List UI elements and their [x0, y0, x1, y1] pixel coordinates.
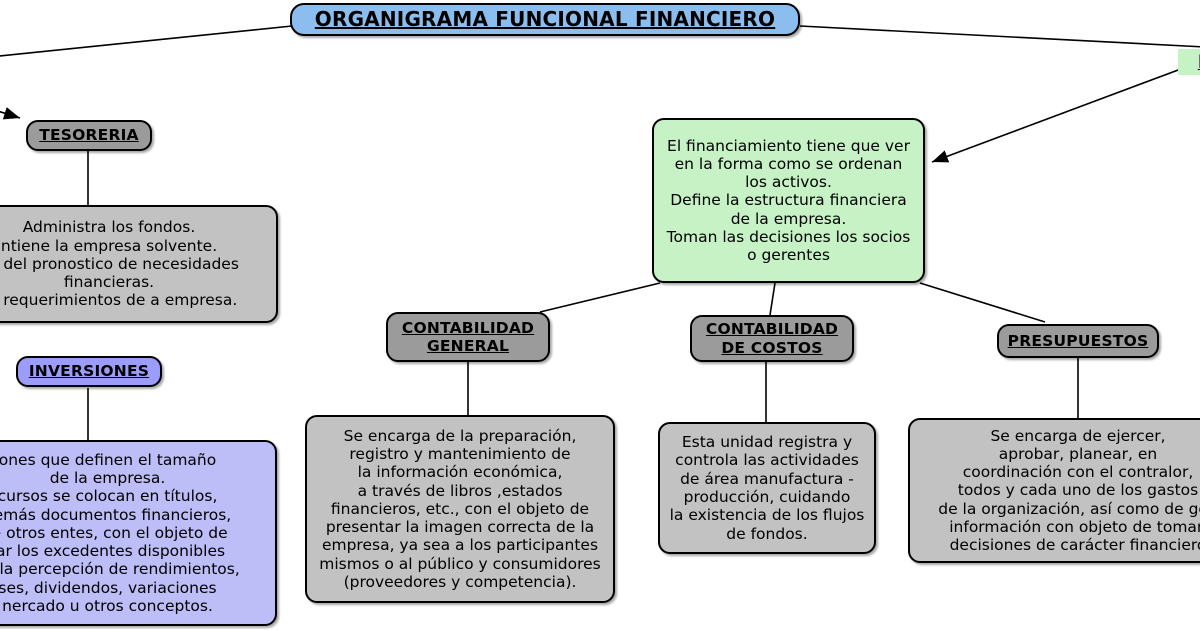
- connector-financing-to-contabilidad-costos: [769, 282, 776, 316]
- contabilidad-general-header-label: CONTABILIDAD GENERAL: [401, 318, 535, 355]
- connector-financing-to-presupuestos: [919, 282, 1046, 323]
- contabilidad-general-description-text: Se encarga de la preparación, registro y…: [319, 426, 601, 591]
- node-inversiones-header[interactable]: INVERSIONES: [16, 356, 162, 387]
- connector-title-to-right: [799, 25, 1200, 48]
- node-presupuestos-header[interactable]: PRESUPUESTOS: [997, 324, 1159, 358]
- inversiones-header-label: INVERSIONES: [28, 362, 150, 381]
- node-contabilidad-general-header[interactable]: CONTABILIDAD GENERAL: [386, 312, 550, 362]
- node-contabilidad-costos-header[interactable]: CONTABILIDAD DE COSTOS: [690, 315, 854, 362]
- tesoreria-description-text: Administra los fondos. ntiene la empresa…: [0, 218, 239, 310]
- node-tesoreria-description: Administra los fondos. ntiene la empresa…: [0, 205, 278, 323]
- financing-definition-text: El financiamiento tiene que ver en la fo…: [666, 136, 911, 265]
- node-presupuestos-description: Se encarga de ejercer, aprobar, planear,…: [908, 418, 1200, 563]
- connector-arrow-to-tesoreria: [0, 107, 21, 120]
- title-label: ORGANIGRAMA FUNCIONAL FINANCIERO: [314, 6, 776, 31]
- node-contabilidad-general-description: Se encarga de la preparación, registro y…: [305, 415, 615, 603]
- connector-arrow-to-financing: [931, 61, 1200, 163]
- financing-tag-label: FI: [1178, 51, 1200, 73]
- presupuestos-header-label: PRESUPUESTOS: [1007, 331, 1149, 350]
- node-contabilidad-costos-description: Esta unidad registra y controla las acti…: [658, 422, 876, 554]
- tesoreria-header-label: TESORERIA: [39, 126, 139, 145]
- node-inversiones-description: ones que definen el tamaño de la empresa…: [0, 440, 277, 626]
- presupuestos-description-text: Se encarga de ejercer, aprobar, planear,…: [938, 426, 1200, 555]
- inversiones-description-text: ones que definen el tamaño de la empresa…: [0, 450, 240, 615]
- node-tesoreria-header[interactable]: TESORERIA: [26, 120, 152, 151]
- node-financing-definition: El financiamiento tiene que ver en la fo…: [652, 118, 925, 283]
- title-node[interactable]: ORGANIGRAMA FUNCIONAL FINANCIERO: [290, 3, 800, 36]
- contabilidad-costos-description-text: Esta unidad registra y controla las acti…: [669, 433, 865, 543]
- contabilidad-costos-header-label: CONTABILIDAD DE COSTOS: [705, 320, 839, 357]
- connector-title-to-left: [0, 25, 293, 57]
- financing-tag: FI: [1178, 49, 1200, 75]
- connector-financing-to-contabilidad-general: [539, 282, 661, 313]
